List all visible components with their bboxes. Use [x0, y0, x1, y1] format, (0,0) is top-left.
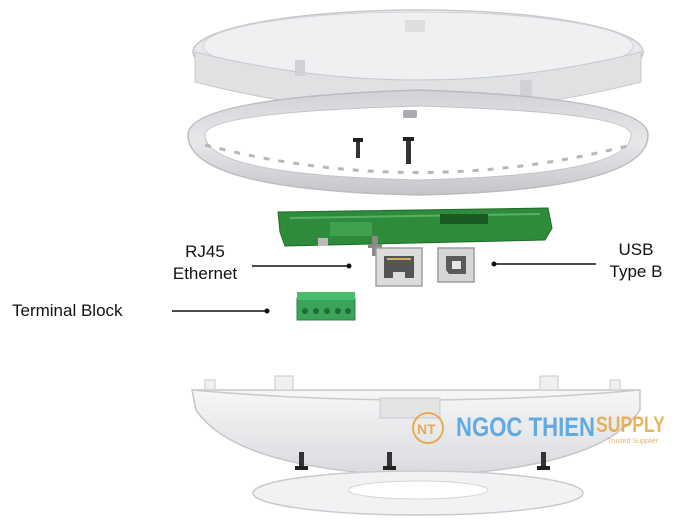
usb-label-line2: Type B: [609, 262, 663, 281]
usb-label-line1: USB: [618, 240, 654, 259]
watermark-tagline: Trusted Supplier: [607, 438, 659, 445]
upper-screws: [353, 137, 414, 164]
rj45-label-line1: RJ45: [185, 242, 225, 261]
usb-type-b-label: USB Type B: [596, 239, 676, 283]
mounting-ring: [187, 89, 649, 196]
watermark-supply-text: SUPPLY: [596, 412, 665, 437]
watermark-logo-icon: NT: [412, 412, 444, 444]
mounting-plate: [252, 470, 584, 516]
svg-text:NT: NT: [417, 421, 436, 437]
rj45-ethernet-label: RJ45 Ethernet: [160, 241, 250, 285]
watermark-main-text: NGOC THIEN: [456, 412, 596, 442]
pcb-board: [277, 207, 553, 256]
usb-type-b-port: [437, 247, 475, 283]
terminal-block: [296, 292, 356, 321]
terminal-block-label: Terminal Block: [12, 301, 123, 320]
rj45-port: [375, 247, 423, 287]
callout-lines: [172, 261, 596, 314]
lower-screws: [295, 452, 550, 470]
rj45-label-line2: Ethernet: [172, 264, 238, 283]
